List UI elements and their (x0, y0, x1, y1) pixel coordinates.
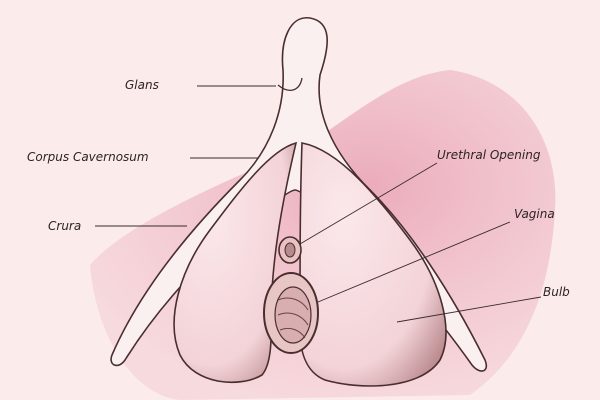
label-crura: Crura (48, 219, 82, 233)
vaginal-rugae (277, 297, 309, 339)
vagina-leader (317, 221, 511, 303)
urethral-inner (284, 242, 296, 258)
vaginal-inner (274, 286, 312, 344)
label-urethral-opening: Urethral Opening (437, 148, 541, 162)
label-corpus-cavernosum: Corpus Cavernosum (27, 150, 149, 164)
label-bulb: Bulb (543, 285, 570, 299)
leader-lines (95, 85, 542, 323)
label-vagina: Vagina (514, 207, 555, 221)
label-glans: Glans (125, 78, 159, 92)
bulb-leader (396, 296, 542, 323)
glans-tip (277, 77, 303, 91)
urethral-leader (299, 162, 438, 245)
